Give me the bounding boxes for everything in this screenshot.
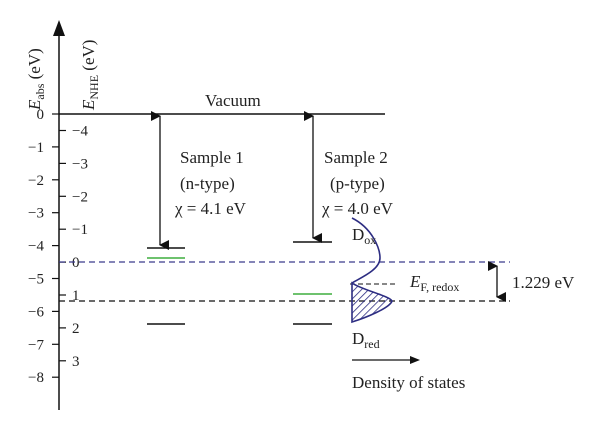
abs-tick-label: −3 [28, 206, 44, 222]
nhe-tick-label: −1 [72, 222, 88, 238]
abs-tick-label: −2 [28, 173, 44, 189]
d-ox-curve [351, 217, 381, 284]
nhe-tick-label: 0 [72, 255, 80, 271]
abs-tick-label: 0 [37, 107, 45, 123]
nhe-axis-title: ENHE (eV) [79, 40, 101, 111]
abs-tick-label: −1 [28, 140, 44, 156]
d-red-label: Dred [352, 329, 380, 351]
dos-arrowhead [410, 356, 420, 364]
nhe-tick-label: 3 [72, 354, 80, 370]
sample2-type: (p-type) [330, 174, 385, 193]
d-red-curve [351, 281, 393, 324]
nhe-tick-label: −2 [72, 189, 88, 205]
sample2-name: Sample 2 [324, 148, 388, 167]
vacuum-label: Vacuum [205, 91, 261, 110]
abs-tick-label: −4 [28, 239, 44, 255]
nhe-tick-group: −4 −3 −2 −1 0 1 2 3 [59, 124, 88, 370]
sample1-name: Sample 1 [180, 148, 244, 167]
nhe-tick-label: 1 [72, 288, 80, 304]
sample2-chi: χ = 4.0 eV [321, 199, 394, 218]
ef-redox-label: EF, redox [409, 272, 459, 294]
abs-tick-label: −7 [28, 337, 44, 353]
abs-tick-label: −5 [28, 272, 44, 288]
nhe-tick-label: −3 [72, 156, 88, 172]
abs-tick-label: −6 [28, 304, 44, 320]
abs-tick-label: −8 [28, 370, 44, 386]
sample1-type: (n-type) [180, 174, 235, 193]
y-axis-arrowhead [53, 20, 65, 36]
gap-label: 1.229 eV [512, 273, 575, 292]
dos-label: Density of states [352, 373, 465, 392]
nhe-tick-label: 2 [72, 321, 80, 337]
sample1-chi: χ = 4.1 eV [174, 199, 247, 218]
d-ox-label: Dox [352, 225, 376, 247]
nhe-tick-label: −4 [72, 124, 88, 140]
abs-tick-group: 0 −1 −2 −3 −4 −5 −6 −7 −8 [28, 107, 59, 386]
abs-axis-title: Eabs (eV) [25, 48, 47, 111]
